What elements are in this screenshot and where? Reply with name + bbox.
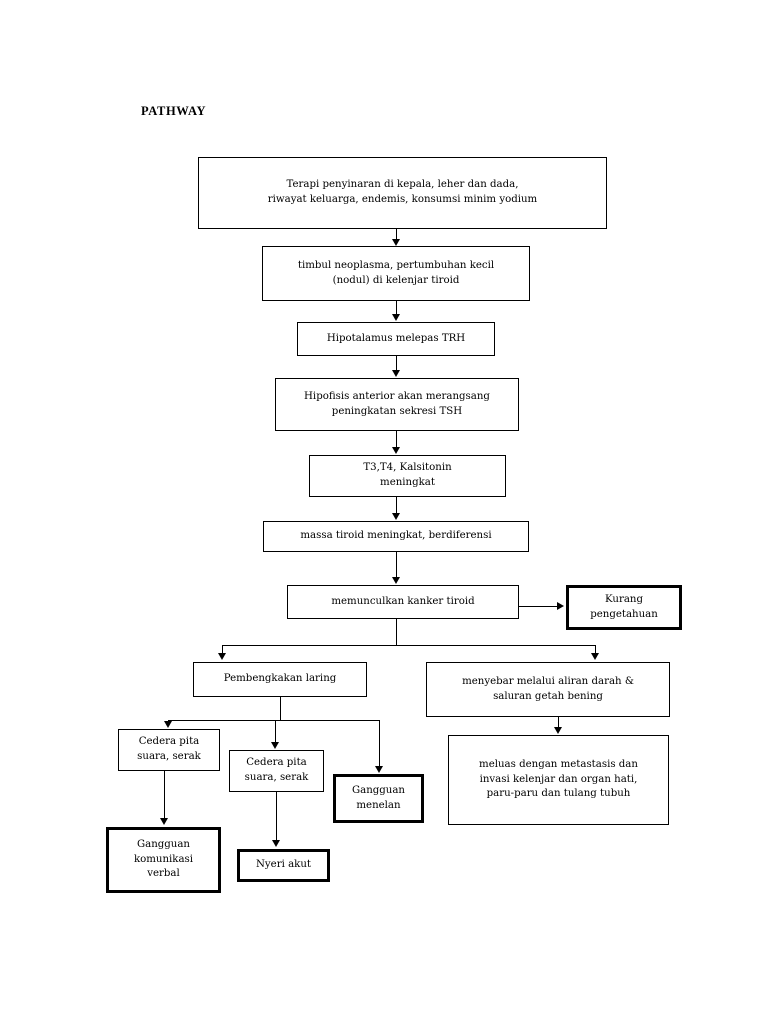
node-label: T3,T4, Kalsitonin meningkat <box>363 462 452 488</box>
edge-line <box>379 720 381 767</box>
node-label: Gangguan menelan <box>351 784 405 811</box>
node-label: Gangguan komunikasi verbal <box>133 838 194 880</box>
edge-arrowhead <box>557 602 564 610</box>
edge-line <box>275 720 277 743</box>
edge-arrowhead <box>159 818 168 825</box>
node-label: Cedera pita suara, serak <box>244 757 309 783</box>
edge-arrowhead <box>590 653 599 660</box>
node-label: Kurang pengetahuan <box>590 593 658 620</box>
node-gangguan-komunikasi-verbal: Gangguan komunikasi verbal <box>106 827 221 893</box>
edge-arrowhead <box>271 840 280 847</box>
edge-line <box>396 301 398 315</box>
edge-line <box>222 645 596 647</box>
node-label: menyebar melalui aliran darah & saluran … <box>462 675 634 702</box>
edge-arrowhead <box>374 766 383 773</box>
node-label: Cedera pita suara, serak <box>137 736 201 762</box>
node-terapi-penyinaran: Terapi penyinaran di kepala, leher dan d… <box>198 157 607 229</box>
edge-arrowhead <box>217 653 226 660</box>
node-label: Hipotalamus melepas TRH <box>326 332 466 344</box>
edge-arrowhead <box>391 513 400 520</box>
edge-line <box>396 619 398 646</box>
edge-line <box>396 229 398 242</box>
node-nyeri-akut: Nyeri akut <box>237 849 330 882</box>
node-label: meluas dengan metastasis dan invasi kele… <box>479 758 638 800</box>
node-pembengkakan-laring: Pembengkakan laring <box>193 662 367 697</box>
node-timbul-neoplasma: timbul neoplasma, pertumbuhan kecil (nod… <box>262 246 530 301</box>
edge-line <box>280 697 282 721</box>
node-kanker-tiroid: memunculkan kanker tiroid <box>287 585 519 619</box>
edge-line <box>396 552 398 577</box>
page-title: PATHWAY <box>141 104 207 118</box>
edge-line <box>396 497 398 513</box>
edge-line <box>558 717 560 728</box>
edge-arrowhead <box>391 447 400 454</box>
edge-line <box>595 645 597 654</box>
edge-arrowhead <box>270 742 279 749</box>
edge-line <box>222 645 224 654</box>
node-meluas-metastasis: meluas dengan metastasis dan invasi kele… <box>448 735 669 825</box>
node-kurang-pengetahuan: Kurang pengetahuan <box>566 585 682 630</box>
node-cedera-pita-suara-1: Cedera pita suara, serak <box>118 729 220 771</box>
node-label: Pembengkakan laring <box>223 673 337 685</box>
node-label: memunculkan kanker tiroid <box>331 595 475 607</box>
edge-arrowhead <box>391 577 400 584</box>
node-gangguan-menelan: Gangguan menelan <box>333 774 424 823</box>
edge-arrowhead <box>553 727 562 734</box>
edge-arrowhead <box>391 314 400 321</box>
edge-line <box>276 792 278 840</box>
node-label: massa tiroid meningkat, berdiferensi <box>300 530 492 542</box>
node-label: timbul neoplasma, pertumbuhan kecil (nod… <box>297 259 495 286</box>
edge-line <box>168 720 380 722</box>
edge-line <box>519 606 559 608</box>
node-label: Nyeri akut <box>256 859 311 871</box>
edge-line <box>396 356 398 370</box>
node-hipofisis-anterior: Hipofisis anterior akan merangsang penin… <box>275 378 519 431</box>
node-label: Terapi penyinaran di kepala, leher dan d… <box>267 179 538 205</box>
edge-arrowhead <box>163 721 172 728</box>
node-label: Hipofisis anterior akan merangsang penin… <box>304 390 490 417</box>
node-hipotalamus-trh: Hipotalamus melepas TRH <box>297 322 495 356</box>
edge-arrowhead <box>391 370 400 377</box>
node-massa-tiroid: massa tiroid meningkat, berdiferensi <box>263 521 529 552</box>
node-t3-t4-kalsitonin: T3,T4, Kalsitonin meningkat <box>309 455 506 497</box>
edge-line <box>396 431 398 447</box>
node-cedera-pita-suara-2: Cedera pita suara, serak <box>229 750 324 792</box>
edge-arrowhead <box>391 239 400 246</box>
node-menyebar-aliran-darah: menyebar melalui aliran darah & saluran … <box>426 662 670 717</box>
edge-line <box>164 771 166 819</box>
